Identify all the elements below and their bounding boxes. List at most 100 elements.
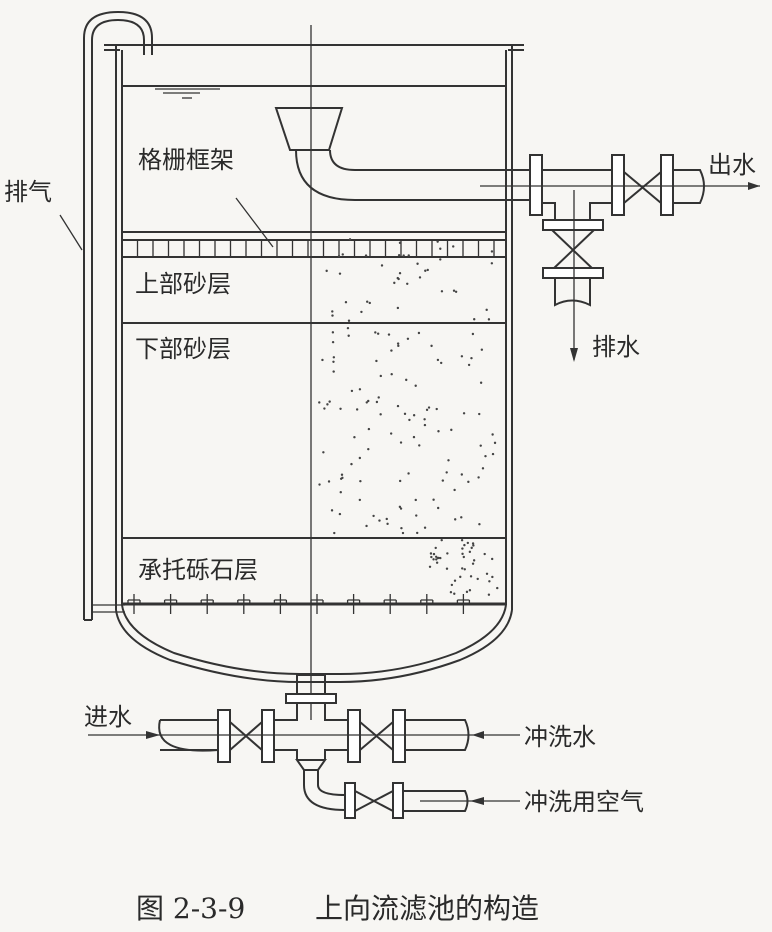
sand-dot xyxy=(412,435,416,439)
sand-dot xyxy=(375,359,378,363)
sand-dot xyxy=(483,552,486,556)
sand-dot xyxy=(401,531,405,535)
sand-dot xyxy=(436,240,439,243)
sand-dot xyxy=(470,356,473,360)
sand-dot xyxy=(467,363,471,367)
sand-dot xyxy=(403,412,407,416)
sand-dot xyxy=(340,473,344,476)
label-upper-sand: 上部砂层 xyxy=(135,270,231,298)
sand-dot xyxy=(432,558,435,561)
sand-dot xyxy=(326,403,329,406)
sand-dot xyxy=(468,589,472,592)
label-lower-sand: 下部砂层 xyxy=(135,335,231,363)
sand-dot xyxy=(328,400,331,403)
nozzle xyxy=(200,594,214,614)
sand-dot xyxy=(460,473,464,476)
sand-dot xyxy=(380,264,384,267)
sand-dot xyxy=(480,348,484,351)
sand-dot xyxy=(439,247,442,250)
sand-dot xyxy=(414,498,417,502)
nozzle xyxy=(127,594,141,614)
sand-dot xyxy=(485,572,489,575)
label-outlet: 出水 xyxy=(708,151,756,179)
sand-dot xyxy=(337,255,341,258)
nozzle xyxy=(383,594,397,614)
sand-dot xyxy=(439,258,442,261)
sand-dot xyxy=(339,490,342,494)
outlet-assembly xyxy=(480,154,760,362)
sand-dot xyxy=(472,544,475,547)
sand-dot xyxy=(406,282,409,285)
sand-dot xyxy=(396,276,399,280)
sand-dot xyxy=(321,358,324,362)
sand-dot xyxy=(449,590,453,594)
sand-dot xyxy=(368,301,371,305)
sand-dot xyxy=(407,472,410,475)
sand-dot xyxy=(367,399,370,403)
sand-dot xyxy=(365,524,368,528)
sand-dot xyxy=(490,250,494,253)
sand-dot xyxy=(331,331,335,334)
sand-dot xyxy=(423,526,427,529)
sand-dot xyxy=(402,254,405,257)
sand-dot xyxy=(496,586,499,590)
sand-dot xyxy=(339,407,342,410)
sand-dot xyxy=(377,396,380,399)
sand-dot xyxy=(441,479,445,482)
sand-dot xyxy=(473,318,476,321)
label-grid-frame: 格栅框架 xyxy=(138,146,234,174)
sand-dot xyxy=(450,428,453,432)
sand-dot xyxy=(358,498,362,502)
sand-dot xyxy=(333,531,336,535)
sand-dot xyxy=(366,300,369,303)
grid-frame-leader-line xyxy=(235,197,274,248)
sand-dot xyxy=(471,562,475,565)
grid-frame xyxy=(122,231,506,258)
sand-dot xyxy=(491,452,495,456)
sand-dot xyxy=(393,281,396,285)
sand-dot xyxy=(425,408,429,412)
sand-texture xyxy=(318,238,499,596)
sand-dot xyxy=(379,374,382,378)
sand-dot xyxy=(465,590,469,594)
sand-dot xyxy=(450,583,454,587)
sand-dot xyxy=(390,373,393,376)
sand-dot xyxy=(367,427,371,431)
sand-dot xyxy=(341,476,344,480)
sand-dot xyxy=(344,301,348,304)
sand-dot xyxy=(478,412,481,416)
nozzle xyxy=(310,594,324,614)
sand-dot xyxy=(454,518,457,521)
sand-dot xyxy=(364,254,368,257)
sand-dot xyxy=(400,526,403,530)
sand-dot xyxy=(472,559,476,562)
sand-dot xyxy=(372,514,375,518)
sand-dot xyxy=(439,556,442,560)
sand-dot xyxy=(429,552,433,555)
sand-dot xyxy=(454,290,458,293)
sand-dot xyxy=(484,454,487,458)
nozzles xyxy=(127,594,471,614)
nozzle xyxy=(163,594,178,614)
sand-dot xyxy=(379,413,382,416)
sand-dot xyxy=(463,568,466,571)
sand-dot xyxy=(490,262,494,265)
sand-dot xyxy=(430,555,433,559)
sand-dot xyxy=(461,547,464,550)
sand-dot xyxy=(374,331,377,334)
sand-dot xyxy=(436,556,440,560)
sand-dot xyxy=(487,318,491,321)
sand-dot xyxy=(355,408,359,411)
sand-dot xyxy=(468,550,472,554)
sand-dot xyxy=(424,269,427,272)
sand-dot xyxy=(426,268,429,272)
sand-dot xyxy=(396,306,400,310)
sand-dot xyxy=(453,592,456,595)
sand-dot xyxy=(445,567,449,570)
sand-dot xyxy=(358,388,362,391)
sand-dot xyxy=(491,433,494,436)
label-inlet: 进水 xyxy=(84,703,132,731)
sand-dot xyxy=(358,456,362,460)
sand-dot xyxy=(430,344,433,348)
sand-dot xyxy=(398,272,402,275)
